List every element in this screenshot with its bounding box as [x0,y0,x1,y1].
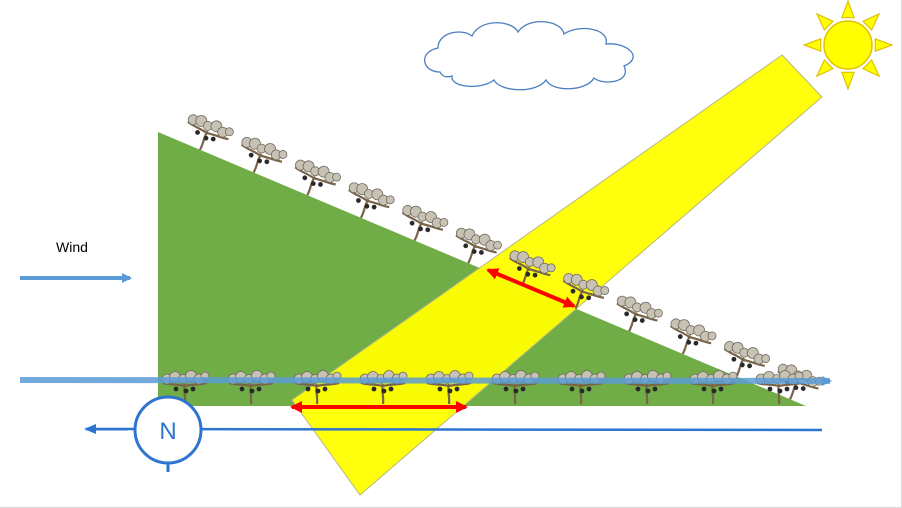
sun-ray [874,38,894,52]
north-direction-line [84,424,823,435]
sun-ray [815,12,835,32]
grapevine-icon [669,318,717,355]
grapevine-icon [401,205,449,242]
sun-ray [861,12,881,32]
sun-icon [802,0,894,91]
grapevine-icon [723,341,771,378]
grapevine-icon [455,227,502,264]
slope-vine-row [187,114,824,400]
grapevine-icon [187,114,234,151]
grapevine-icon [294,159,341,196]
cloud-icon [424,20,634,91]
compass-icon [133,395,203,472]
sun-ray [802,38,822,52]
sun-ray [841,0,855,19]
slope-exposure-arrow [486,268,576,308]
wind-label: Wind [56,239,88,255]
grapevine-icon [348,182,395,219]
north-label: N [159,418,176,445]
sun-ray [861,58,881,78]
grapevine-icon [240,137,288,173]
sun-ray [815,58,835,78]
valley-wind-arrow [19,375,832,386]
grapevine-icon [616,295,663,332]
sun-ray [841,71,855,91]
